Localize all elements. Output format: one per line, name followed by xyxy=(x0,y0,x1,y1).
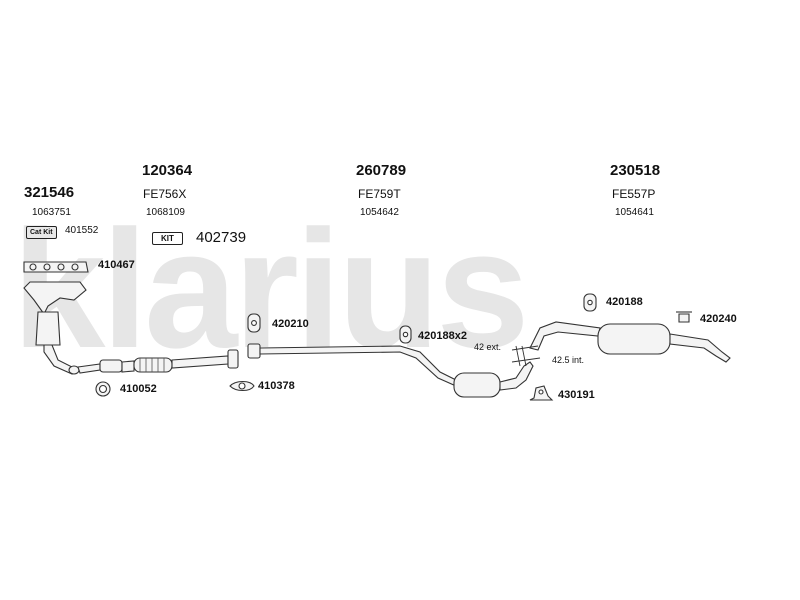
watermark-logo: klarius xyxy=(12,195,530,383)
section-4-reference: 1054641 xyxy=(615,207,654,218)
joint-dimension-markers xyxy=(511,345,541,367)
manifold-gasket-drawing xyxy=(23,261,89,273)
section-3-code: FE759T xyxy=(358,187,401,201)
section-2-code: FE756X xyxy=(143,187,187,201)
label-410052: 410052 xyxy=(120,383,157,395)
centre-section-drawing xyxy=(247,343,534,398)
section-3-reference: 1054642 xyxy=(360,207,399,218)
sealing-ring-drawing xyxy=(95,381,111,397)
label-430191: 430191 xyxy=(558,389,595,401)
flange-gasket-drawing xyxy=(229,380,255,392)
kit-number: 402739 xyxy=(196,229,247,246)
label-420240: 420240 xyxy=(700,313,737,325)
section-1-part-number: 321546 xyxy=(24,184,75,201)
rear-silencer-drawing xyxy=(529,321,731,363)
clamp-drawing xyxy=(676,311,692,323)
label-420188: 420188 xyxy=(606,296,643,308)
front-pipe-drawing xyxy=(77,349,239,374)
label-410378: 410378 xyxy=(258,380,295,392)
section-2-reference: 1068109 xyxy=(146,207,185,218)
label-420188x2: 420188x2 xyxy=(418,330,467,342)
label-410467: 410467 xyxy=(98,259,135,271)
kit-badge: KIT xyxy=(152,232,183,245)
label-420210: 420210 xyxy=(272,318,309,330)
dimension-external: 42 ext. xyxy=(474,342,502,352)
catkit-number: 401552 xyxy=(65,225,99,236)
section-3-part-number: 260789 xyxy=(356,162,407,179)
dimension-internal: 42.5 int. xyxy=(552,355,585,365)
section-1-reference: 1063751 xyxy=(32,207,71,218)
catkit-badge: Cat Kit xyxy=(26,226,57,239)
section-4-part-number: 230518 xyxy=(610,162,661,179)
catalyst-manifold-drawing xyxy=(23,281,87,375)
section-2-part-number: 120364 xyxy=(142,162,193,179)
rubber-mount-drawings xyxy=(247,293,597,344)
mounting-bracket-drawing xyxy=(529,385,554,401)
section-4-code: FE557P xyxy=(612,187,656,201)
